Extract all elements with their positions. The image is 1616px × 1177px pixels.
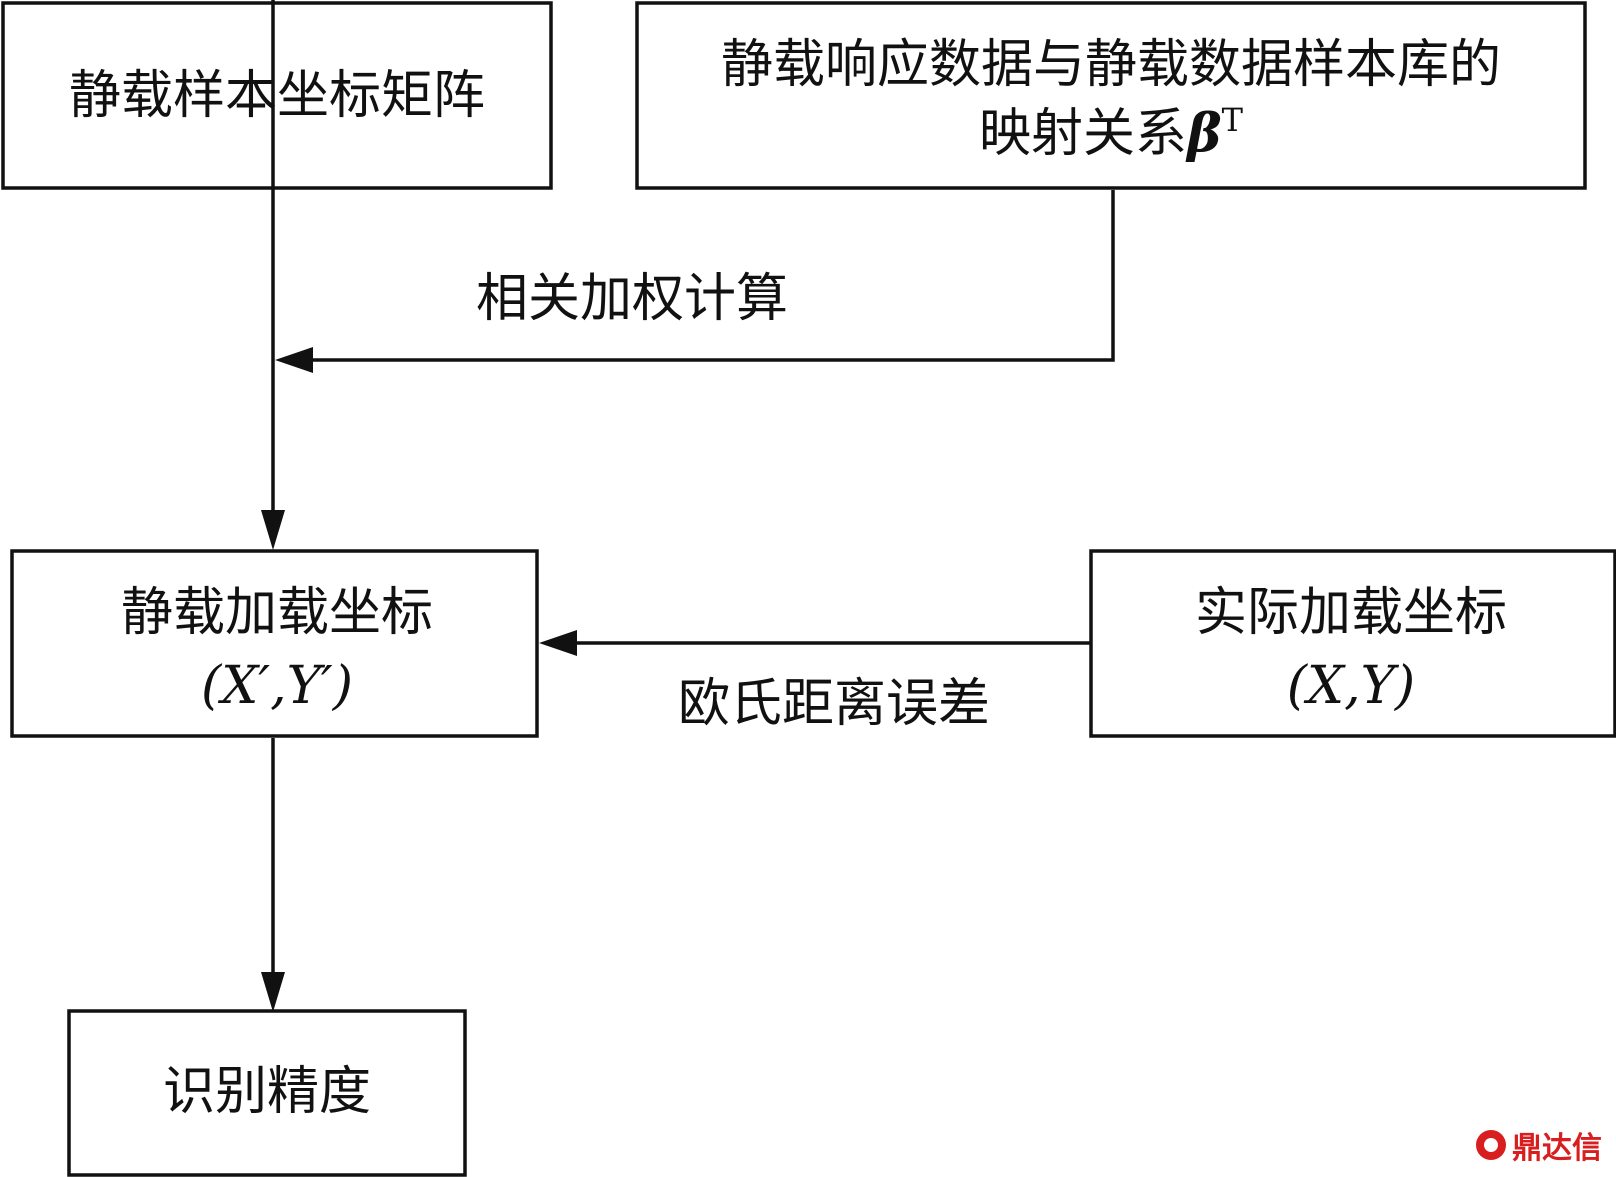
node-sample-matrix-label: 静载样本坐标矩阵 [69, 66, 485, 126]
arrowhead-into-static-coords [261, 510, 285, 550]
node-static-coords-line2: (X′,Y′) [201, 656, 353, 716]
arrowhead-into-accuracy [261, 972, 285, 1012]
watermark-text: 鼎达信 [1512, 1131, 1602, 1166]
node-static-coords-line1: 静载加载坐标 [121, 583, 433, 643]
arrowhead-into-static-from-actual [539, 630, 577, 656]
node-mapping-line1: 静载响应数据与静载数据样本库的 [721, 35, 1501, 95]
node-accuracy-label: 识别精度 [163, 1062, 371, 1122]
transpose-superscript: T [1222, 101, 1244, 139]
node-mapping-line2: 映射关系βT [979, 101, 1244, 164]
node-mapping: 静载响应数据与静载数据样本库的 映射关系βT [635, 1, 1587, 190]
node-actual-coords-line2: (X,Y) [1287, 656, 1415, 716]
beta-symbol: β [1185, 103, 1222, 164]
watermark-logo-icon [1476, 1130, 1506, 1160]
node-actual-coords: 实际加载坐标 (X,Y) [1089, 549, 1616, 738]
edge-label-euclidean-error: 欧氏距离误差 [678, 674, 990, 734]
edge-label-correlation-weighting: 相关加权计算 [476, 269, 788, 329]
arrowhead-weighting-merge [275, 347, 313, 373]
node-sample-matrix: 静载样本坐标矩阵 [1, 1, 553, 190]
connector-mapping-to-main [298, 190, 1115, 362]
watermark: 鼎达信 [1476, 1123, 1602, 1167]
node-accuracy: 识别精度 [67, 1009, 467, 1177]
node-static-coords: 静载加载坐标 (X′,Y′) [10, 549, 539, 738]
node-actual-coords-line1: 实际加载坐标 [1195, 583, 1507, 643]
node-mapping-line2-text: 映射关系 [979, 104, 1187, 164]
